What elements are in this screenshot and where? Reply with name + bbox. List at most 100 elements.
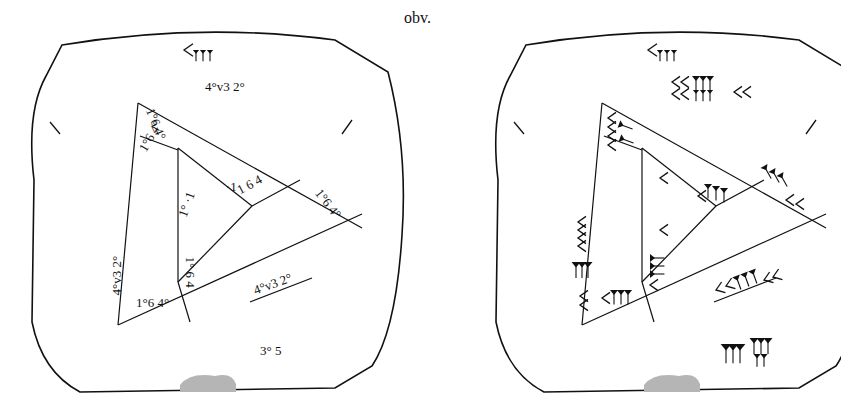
wedge-tail [756, 356, 757, 366]
wedge-tail [695, 92, 696, 101]
wedge-tail [209, 52, 210, 61]
number-label: 3° 5 [260, 344, 281, 357]
wedge-tail [622, 125, 633, 129]
wedge-head [618, 120, 624, 128]
figure-line [582, 103, 602, 325]
edge-tick [342, 120, 352, 134]
figure-line [714, 278, 776, 302]
winkelhaken [726, 278, 735, 289]
damage-patch [644, 375, 700, 392]
number-label: 1° 6 4 [184, 256, 197, 287]
wedge-tail [702, 92, 703, 101]
wedge-tail [709, 79, 710, 91]
cuneiform-panel [496, 32, 841, 392]
winkelhaken [716, 282, 725, 293]
side-label: obv. [404, 10, 431, 26]
wedge-tail [695, 79, 696, 91]
top-signs [184, 44, 213, 62]
winkelhaken [672, 76, 680, 87]
wedge-tail [725, 348, 726, 364]
wedge-tail [765, 168, 771, 178]
winkelhaken [578, 240, 586, 251]
wedge-tail [781, 176, 787, 186]
winkelhaken [773, 269, 782, 280]
figure-line [602, 103, 826, 228]
winkelhaken [734, 86, 742, 97]
winkelhaken [672, 88, 680, 99]
winkelhaken [660, 172, 668, 183]
wedge-tail [732, 348, 733, 364]
figure-line [582, 214, 826, 325]
winkelhaken [786, 194, 794, 205]
transliteration-panel [32, 32, 404, 392]
wedge-tail [763, 356, 764, 366]
wedge-tail [707, 187, 708, 199]
number-label: 1° ·1 [176, 190, 197, 219]
winkelhaken [796, 198, 804, 209]
wedge-tail [195, 52, 196, 61]
winkelhaken [650, 279, 658, 290]
wedge-tail [623, 139, 634, 143]
wedge-tail [666, 52, 667, 61]
figure-line [642, 206, 716, 282]
wedge-tail [715, 189, 716, 201]
wedge-tail [575, 265, 576, 278]
wedge-tail [587, 265, 588, 278]
wedge-head [732, 275, 740, 281]
wedge-tail [709, 92, 710, 101]
wedge-tail [760, 341, 761, 354]
winkelhaken [580, 299, 588, 310]
wedge-tail [702, 79, 703, 91]
number-label: 1 6 4 [235, 172, 264, 196]
wedge-tail [659, 52, 660, 61]
winkelhaken [602, 292, 610, 303]
winkelhaken [698, 190, 706, 201]
wedge-tail [767, 341, 768, 354]
wedge-head [619, 134, 625, 142]
wedge-tail [653, 265, 665, 266]
figure-line [178, 282, 190, 322]
edge-tick [806, 120, 816, 134]
wedge-tail [745, 276, 749, 287]
wedge-head [748, 269, 756, 275]
number-label: 4°v3 2° [252, 270, 294, 296]
wedge-tail [753, 341, 754, 354]
figure-line [118, 214, 362, 325]
wedge-tail [739, 348, 740, 364]
figure-line [138, 103, 362, 228]
winkelhaken [743, 86, 751, 97]
winkelhaken [681, 88, 689, 99]
edge-tick [514, 122, 524, 134]
damage-patch [180, 375, 236, 392]
top-signs [648, 44, 677, 62]
number-label: 1°6 4° [313, 186, 344, 220]
tablet-outline [32, 32, 404, 392]
wedge-tail [653, 273, 665, 274]
winkelhaken [764, 272, 773, 283]
wedge-tail [753, 273, 757, 284]
figure-line [642, 148, 716, 206]
wedge-tail [627, 293, 628, 305]
wedge-tail [613, 293, 614, 305]
wedge-tail [620, 293, 621, 305]
wedge-tail [202, 52, 203, 61]
cuneiform-signs [572, 76, 805, 367]
winkelhaken [648, 44, 657, 57]
figure-line [642, 282, 654, 322]
wedge-tail [653, 257, 665, 258]
figure-line [641, 148, 642, 282]
wedge-tail [673, 52, 674, 61]
number-label: 4°v3 2° [205, 80, 245, 93]
winkelhaken [660, 224, 668, 235]
number-label: 1°6 4° [136, 296, 169, 309]
wedge-tail [581, 265, 582, 278]
wedge-tail [723, 191, 724, 203]
wedge-tail [737, 279, 741, 290]
number-label: 4°v3 2° [110, 255, 123, 295]
winkelhaken [184, 44, 193, 57]
wedge-tail [773, 172, 779, 182]
winkelhaken [608, 139, 616, 150]
wedge-head [740, 272, 748, 278]
